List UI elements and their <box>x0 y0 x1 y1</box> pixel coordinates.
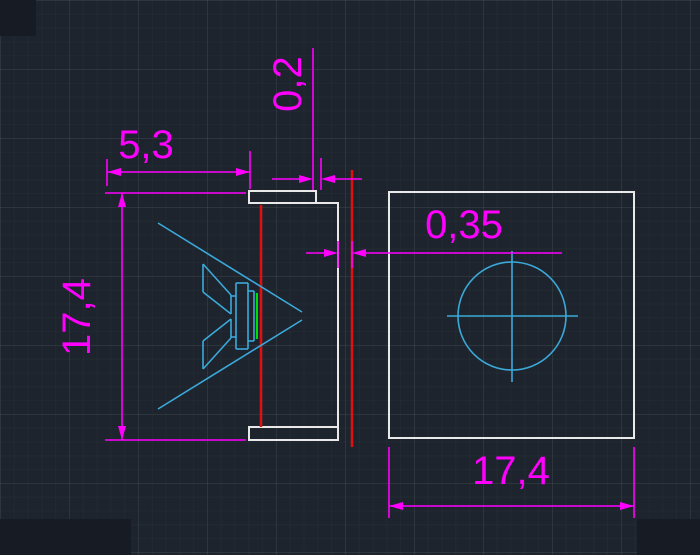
dimension-top-gap-text[interactable]: 0,2 <box>266 56 310 112</box>
dimension-left-height-text[interactable]: 17,4 <box>55 278 99 356</box>
front-view-outline[interactable] <box>388 191 635 439</box>
side-view-outline[interactable] <box>248 190 339 441</box>
dimension-middle-gap[interactable]: 0,35 <box>306 203 562 268</box>
speaker-cross-section[interactable] <box>157 222 303 410</box>
dimension-bottom-width-text[interactable]: 17,4 <box>472 449 550 493</box>
dimension-left-height[interactable]: 17,4 <box>55 192 246 441</box>
canvas-dark-corner-bottom-left <box>0 519 131 555</box>
canvas-dark-corner-bottom-right <box>637 519 700 555</box>
dimension-top-width[interactable]: 5,3 <box>106 123 251 189</box>
dimension-top-width-text[interactable]: 5,3 <box>118 123 174 167</box>
hole-circle[interactable] <box>447 251 578 382</box>
dimension-middle-gap-text[interactable]: 0,35 <box>425 203 503 247</box>
dimension-bottom-width[interactable]: 17,4 <box>388 447 635 518</box>
canvas-dark-corner-top-left <box>0 0 36 36</box>
dimension-top-gap[interactable]: 0,2 <box>266 48 362 190</box>
